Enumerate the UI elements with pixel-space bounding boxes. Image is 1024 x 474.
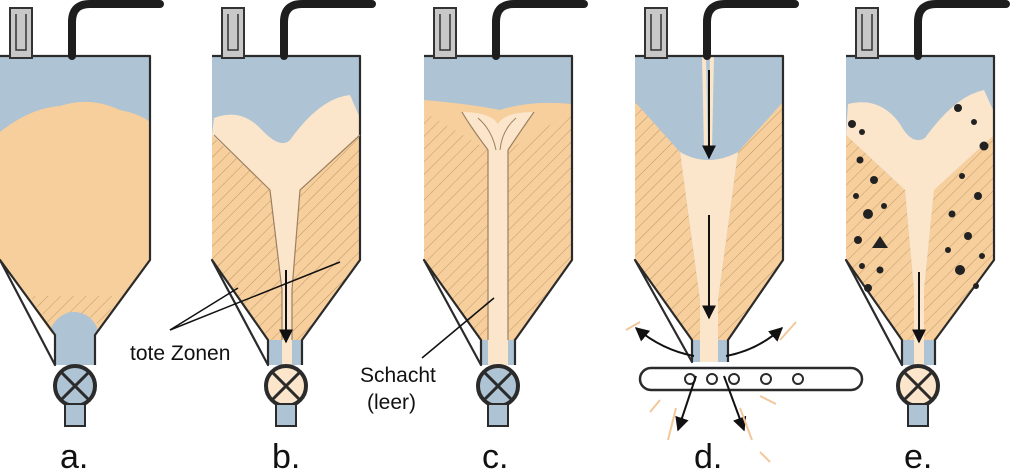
rotary-valve-e xyxy=(896,364,940,427)
shaft-callout: Schacht (leer) xyxy=(360,297,495,414)
fill-pipe-d xyxy=(703,0,799,60)
panel-label-d: d. xyxy=(694,438,722,474)
panel-label-b: b. xyxy=(272,438,300,474)
fill-pipe-b xyxy=(280,0,376,60)
fill-pipe-a xyxy=(68,0,164,60)
silo-d xyxy=(625,0,864,463)
silo-b xyxy=(210,0,376,427)
flow-channel-e xyxy=(846,90,994,365)
dead-zones-label: tote Zonen xyxy=(130,342,230,365)
empty-shaft-c xyxy=(462,112,534,365)
rotary-valve-a xyxy=(53,364,97,427)
silo-e xyxy=(844,0,1010,427)
coarse-particles-e xyxy=(848,104,989,292)
rotary-valve-b xyxy=(264,364,308,427)
shaft-label: Schacht xyxy=(360,364,436,387)
shaft-empty-label: (leer) xyxy=(367,391,416,414)
dust-scatter-arrows xyxy=(625,321,797,463)
dead-zones-callout: tote Zonen xyxy=(130,261,341,365)
fill-pipe-c xyxy=(492,0,588,60)
bulk-material-a xyxy=(0,101,150,334)
conveyor-belt-d xyxy=(638,366,864,392)
panel-label-e: e. xyxy=(904,438,932,474)
rotary-valve-c xyxy=(476,364,520,427)
panel-label-a: a. xyxy=(60,438,88,474)
silo-a xyxy=(0,0,164,427)
silo-c xyxy=(422,0,588,427)
fill-pipe-e xyxy=(914,0,1010,60)
panel-label-c: c. xyxy=(482,438,508,474)
flow-channel-b xyxy=(212,95,360,365)
